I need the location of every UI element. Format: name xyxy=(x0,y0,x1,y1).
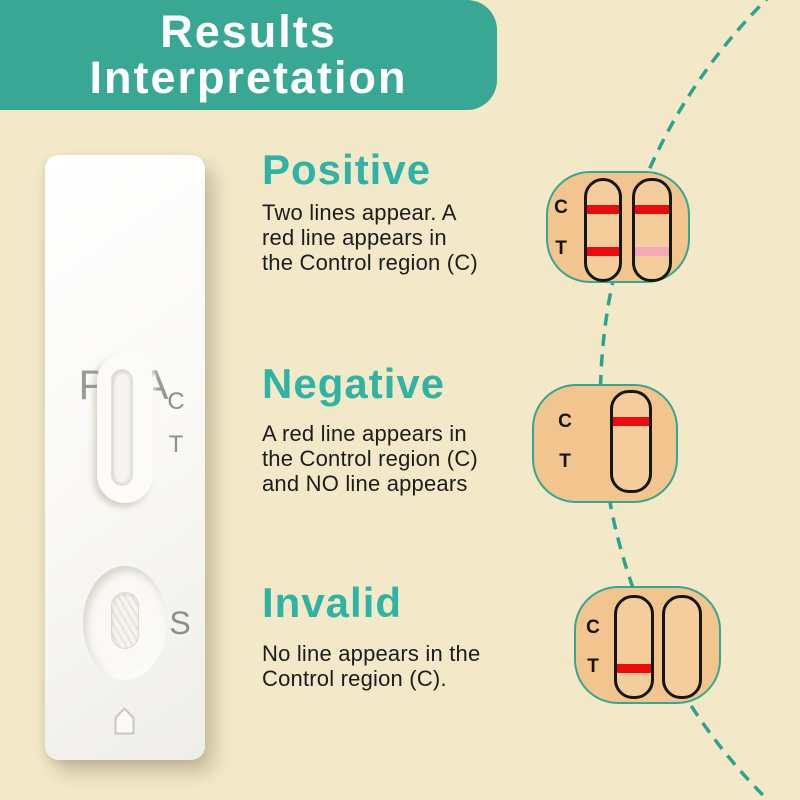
test-strip xyxy=(610,390,652,493)
diagram-control-label: C xyxy=(558,411,572,432)
control-line xyxy=(617,622,651,631)
cassette-control-label: C xyxy=(167,388,185,415)
header-banner: Results Interpretation xyxy=(0,0,497,110)
diagram-control-label: C xyxy=(554,197,568,218)
invalid-result-diagram: C T xyxy=(574,586,721,704)
section-description-invalid: No line appears in the Control region (C… xyxy=(262,641,481,691)
diagram-control-label: C xyxy=(586,617,600,638)
section-title-positive: Positive xyxy=(262,146,432,193)
test-cassette: PSA C T S xyxy=(45,155,205,760)
sample-well-pad xyxy=(111,592,139,649)
control-line xyxy=(635,205,669,214)
section-title-invalid: Invalid xyxy=(262,579,403,626)
test-strip xyxy=(662,595,702,699)
negative-result-diagram: C T xyxy=(532,384,678,503)
test-strip xyxy=(632,178,672,282)
test-strip xyxy=(584,178,622,282)
cassette-test-label: T xyxy=(168,431,184,458)
diagram-test-label: T xyxy=(587,656,599,677)
diagram-test-label: T xyxy=(555,238,567,259)
control-line xyxy=(665,622,699,631)
test-line-faint xyxy=(635,247,669,256)
diagram-test-label: T xyxy=(559,451,571,472)
test-line xyxy=(617,664,651,673)
control-line xyxy=(587,205,619,214)
cassette-sample-label: S xyxy=(169,605,191,641)
positive-result-diagram: C T xyxy=(546,171,690,283)
page-title-line2: Interpretation xyxy=(89,52,408,103)
cassette-arrow-icon xyxy=(114,707,135,735)
test-line xyxy=(665,664,699,673)
test-strip xyxy=(614,595,654,699)
page-title-line1: Results xyxy=(160,6,337,57)
section-title-negative: Negative xyxy=(262,360,446,407)
result-window-slot xyxy=(111,369,133,486)
section-description-positive: Two lines appear. A red line appears in … xyxy=(262,200,478,275)
section-description-negative: A red line appears in the Control region… xyxy=(262,421,478,496)
control-line xyxy=(613,417,649,426)
test-line xyxy=(587,247,619,256)
test-line xyxy=(613,459,649,468)
